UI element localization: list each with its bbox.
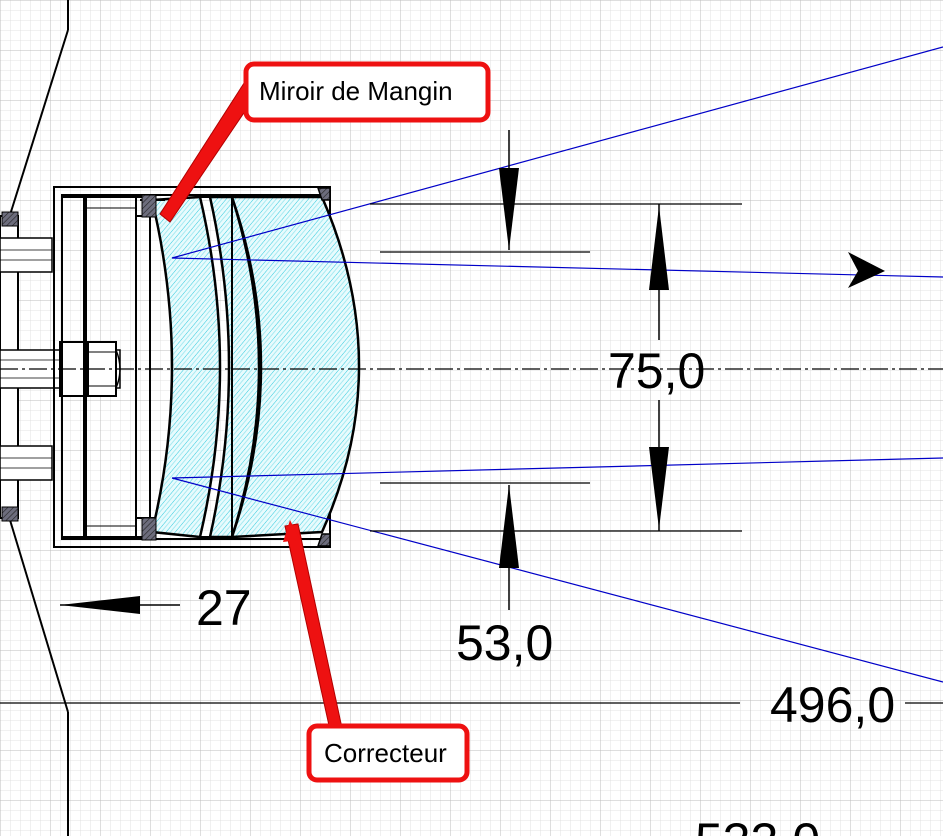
dimension-75 [649,204,669,531]
dimension-27 [60,596,180,614]
extension-lines [370,203,742,532]
callout-correcteur: Correcteur [283,520,470,783]
corrector-lens [230,195,361,539]
ray-arrow-icon [848,252,885,288]
dimension-label-533: 533,0 [695,813,820,836]
dimension-label-27: 27 [196,580,252,636]
dimension-53 [499,130,519,610]
callout-mangin: Miroir de Mangin [159,61,491,223]
callout-label-correcteur: Correcteur [324,738,447,768]
dimension-label-496: 496,0 [770,677,895,733]
light-rays [171,46,943,683]
dimension-label-75: 75,0 [608,343,705,399]
callout-label-mangin: Miroir de Mangin [259,76,453,106]
dimension-label-53: 53,0 [456,615,553,671]
